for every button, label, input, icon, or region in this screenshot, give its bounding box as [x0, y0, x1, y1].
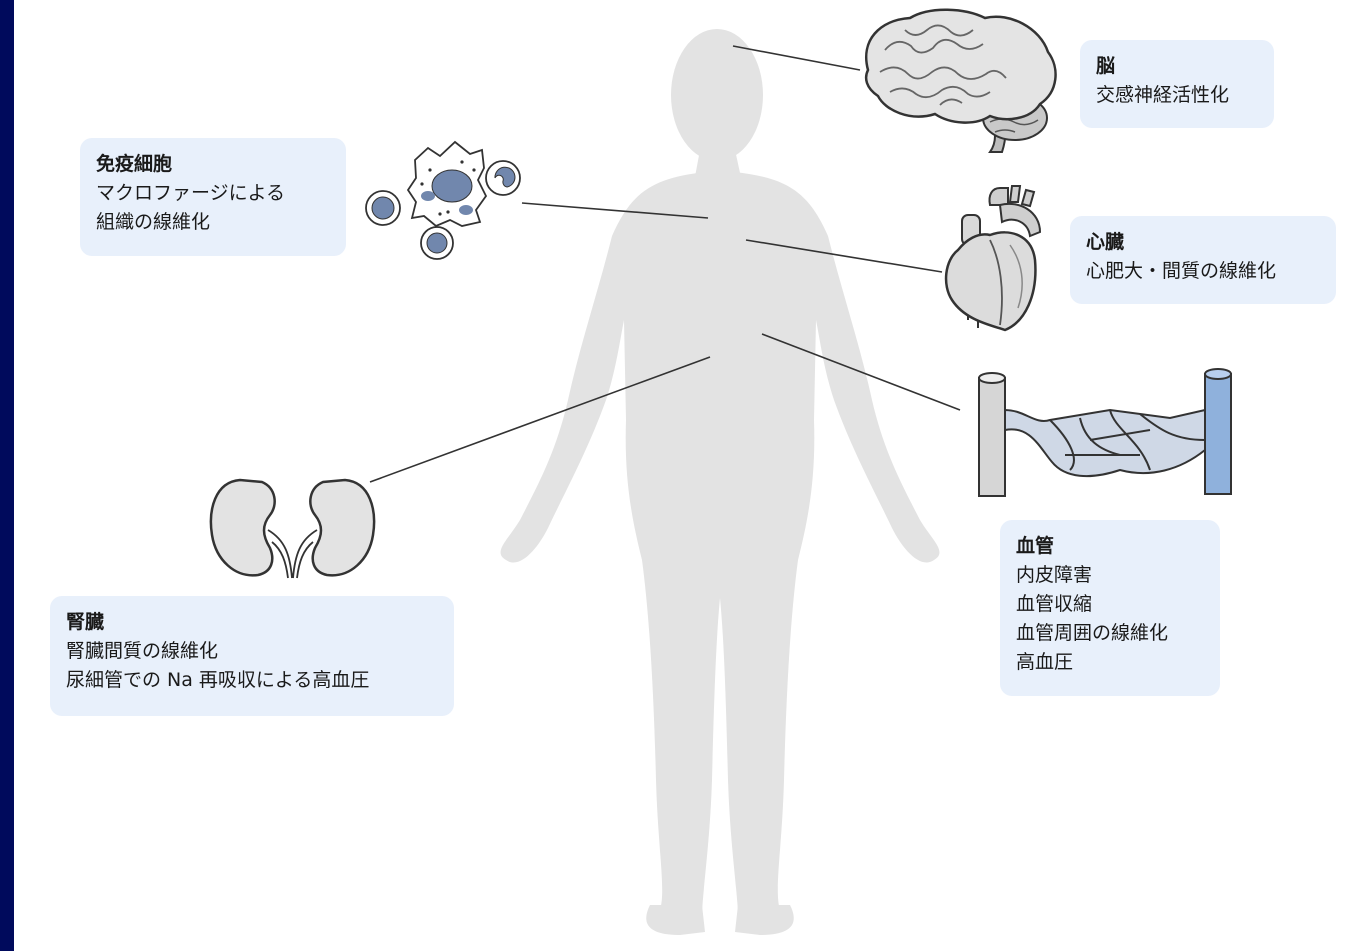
heart-line-1: 心肥大・間質の線維化 — [1086, 257, 1320, 286]
kidney-icon — [211, 480, 374, 578]
brain-line-1: 交感神経活性化 — [1096, 81, 1258, 110]
heart-icon — [946, 186, 1040, 330]
kidney-title: 腎臓 — [66, 608, 438, 637]
immune-label-box: 免疫細胞 マクロファージによる 組織の線維化 — [80, 138, 346, 256]
kidney-label-box: 腎臓 腎臓間質の線維化 尿細管での Na 再吸収による高血圧 — [50, 596, 454, 716]
immune-title: 免疫細胞 — [96, 150, 330, 179]
vessel-line-1: 内皮障害 — [1016, 561, 1204, 590]
slide: 脳 交感神経活性化 免疫細胞 マクロファージによる 組織の線維化 心臓 心肥大・… — [14, 0, 1372, 951]
heart-label-box: 心臓 心肥大・間質の線維化 — [1070, 216, 1336, 304]
vessel-line-2: 血管収縮 — [1016, 590, 1204, 619]
brain-label-box: 脳 交感神経活性化 — [1080, 40, 1274, 128]
kidney-line-2: 尿細管での Na 再吸収による高血圧 — [66, 666, 438, 695]
kidney-line-1: 腎臓間質の線維化 — [66, 637, 438, 666]
body-silhouette — [501, 29, 940, 935]
heart-title: 心臓 — [1086, 228, 1320, 257]
brain-title: 脳 — [1096, 52, 1258, 81]
vessel-title: 血管 — [1016, 532, 1204, 561]
vessel-line-4: 高血圧 — [1016, 648, 1204, 677]
vessel-line-3: 血管周囲の線維化 — [1016, 619, 1204, 648]
immune-cells-icon — [366, 142, 520, 259]
blood-vessel-icon — [979, 369, 1231, 496]
vessel-label-box: 血管 内皮障害 血管収縮 血管周囲の線維化 高血圧 — [1000, 520, 1220, 696]
immune-line-2: 組織の線維化 — [96, 208, 330, 237]
immune-line-1: マクロファージによる — [96, 179, 330, 208]
brain-icon — [866, 10, 1055, 152]
